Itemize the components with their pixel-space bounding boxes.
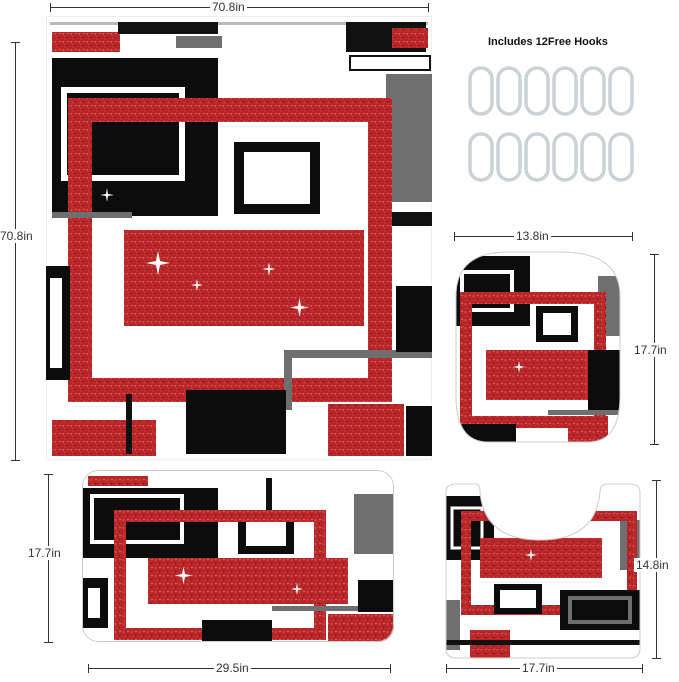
bathmat-height-label: 17.7in — [26, 546, 63, 560]
contour-width-label: 17.7in — [520, 661, 557, 675]
lid-height-tick-bottom — [650, 444, 659, 445]
curtain-height-tick-bottom — [11, 460, 20, 461]
contour-height-tick-bottom — [652, 658, 661, 659]
curtain-height-line — [15, 42, 16, 460]
curtain-width-label: 70.8in — [210, 0, 247, 14]
contour-mat-image — [440, 480, 646, 664]
shower-curtain-image — [46, 16, 432, 460]
curtain-height-label: 70.8in — [0, 229, 33, 243]
lid-height-tick-top — [650, 254, 659, 255]
lid-height-label: 17.7in — [632, 343, 669, 357]
contour-width-tick-right — [642, 664, 643, 673]
curtain-width-tick-right — [428, 3, 429, 12]
bathmat-height-tick-bottom — [44, 642, 53, 643]
bathmat-width-tick-left — [88, 664, 89, 673]
curtain-width-tick-left — [50, 3, 51, 12]
lid-width-tick-right — [632, 232, 633, 241]
curtain-height-tick-top — [11, 42, 20, 43]
bathmat-width-tick-right — [390, 664, 391, 673]
bathmat-width-label: 29.5in — [214, 661, 251, 675]
contour-height-label: 14.8in — [634, 558, 671, 572]
contour-height-tick-top — [652, 480, 661, 481]
lid-width-tick-left — [454, 232, 455, 241]
lid-cover-image — [448, 246, 628, 446]
lid-width-label: 13.8in — [514, 229, 551, 243]
bathmat-height-tick-top — [44, 474, 53, 475]
contour-width-tick-left — [446, 664, 447, 673]
hooks-title: Includes 12Free Hooks — [488, 36, 608, 48]
shower-hooks-image — [466, 62, 636, 186]
bath-mat-image — [82, 470, 394, 642]
